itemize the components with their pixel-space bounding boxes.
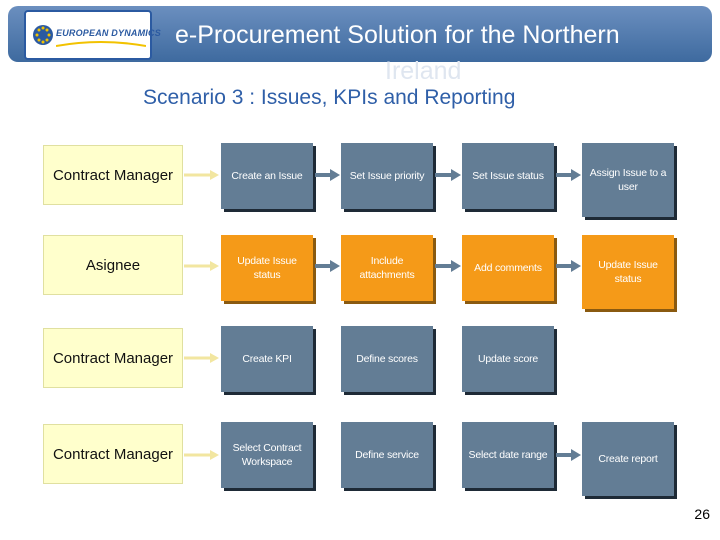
logo-swash-icon bbox=[56, 41, 146, 47]
step-update-issue-status-2: Update Issue status bbox=[582, 235, 674, 309]
arrow-icon bbox=[435, 260, 461, 272]
step-set-issue-status: Set Issue status bbox=[462, 143, 554, 209]
arrow-icon bbox=[556, 169, 581, 181]
step-define-scores: Define scores bbox=[341, 326, 433, 392]
step-add-comments: Add comments bbox=[462, 235, 554, 301]
arrow-icon bbox=[315, 169, 340, 181]
arrow-icon bbox=[184, 170, 219, 180]
arrow-icon bbox=[556, 449, 581, 461]
page-title-line2: Ireland bbox=[385, 57, 462, 85]
step-select-contract-workspace: Select Contract Workspace bbox=[221, 422, 313, 488]
arrow-icon bbox=[184, 353, 219, 363]
step-update-issue-status-1: Update Issue status bbox=[221, 235, 313, 301]
arrow-icon bbox=[315, 260, 340, 272]
logo: EUROPEAN DYNAMICS bbox=[24, 10, 161, 60]
step-select-date-range: Select date range bbox=[462, 422, 554, 488]
page-subtitle: Scenario 3 : Issues, KPIs and Reporting bbox=[143, 86, 516, 109]
arrow-icon bbox=[184, 450, 219, 460]
page-title: e-Procurement Solution for the Northern bbox=[175, 21, 620, 49]
arrow-icon bbox=[435, 169, 461, 181]
step-define-service: Define service bbox=[341, 422, 433, 488]
step-create-report: Create report bbox=[582, 422, 674, 496]
step-create-issue: Create an Issue bbox=[221, 143, 313, 209]
role-asignee: Asignee bbox=[43, 235, 183, 295]
step-assign-issue: Assign Issue to a user bbox=[582, 143, 674, 217]
step-create-kpi: Create KPI bbox=[221, 326, 313, 392]
role-contract-manager-3: Contract Manager bbox=[43, 424, 183, 484]
role-contract-manager-1: Contract Manager bbox=[43, 145, 183, 205]
step-update-score: Update score bbox=[462, 326, 554, 392]
step-set-issue-priority: Set Issue priority bbox=[341, 143, 433, 209]
arrow-icon bbox=[184, 261, 219, 271]
step-include-attachments: Include attachments bbox=[341, 235, 433, 301]
logo-text: EUROPEAN DYNAMICS bbox=[56, 28, 161, 38]
arrow-icon bbox=[556, 260, 581, 272]
page-number: 26 bbox=[694, 506, 710, 522]
role-contract-manager-2: Contract Manager bbox=[43, 328, 183, 388]
eu-stars-icon bbox=[33, 25, 53, 45]
